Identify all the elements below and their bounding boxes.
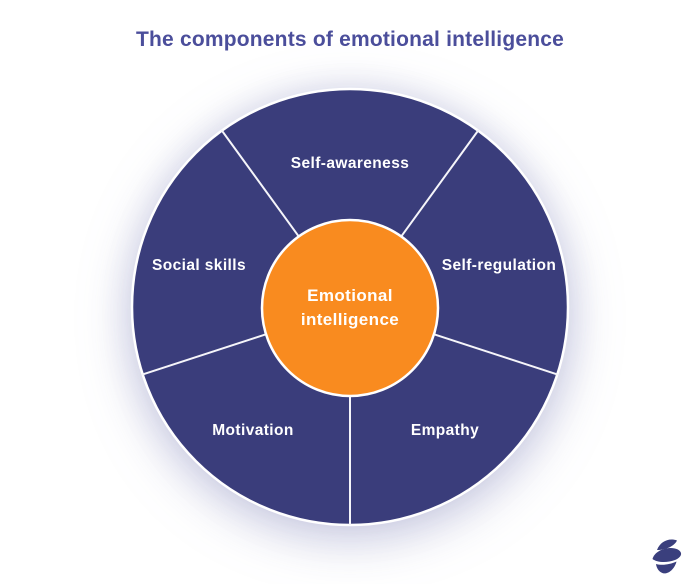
segment-label-empathy: Empathy — [410, 422, 480, 439]
wave-swirl-logo-icon — [647, 535, 687, 579]
segment-label-self-awareness: Self-awareness — [290, 155, 410, 172]
segment-label-self-regulation: Self-regulation — [441, 257, 557, 274]
segment-divider — [400, 129, 480, 237]
segment-divider — [220, 129, 300, 237]
wheel-center-circle — [260, 218, 440, 398]
wheel-center-label: Emotional intelligence — [300, 286, 400, 329]
segment-divider — [432, 333, 559, 376]
page-title: The components of emotional intelligence — [135, 28, 565, 51]
wheel-graphic — [130, 87, 570, 527]
segment-label-social-skills: Social skills — [152, 257, 246, 274]
segment-label-motivation: Motivation — [212, 422, 294, 439]
emotional-intelligence-wheel — [130, 87, 570, 527]
segment-divider — [141, 333, 268, 376]
